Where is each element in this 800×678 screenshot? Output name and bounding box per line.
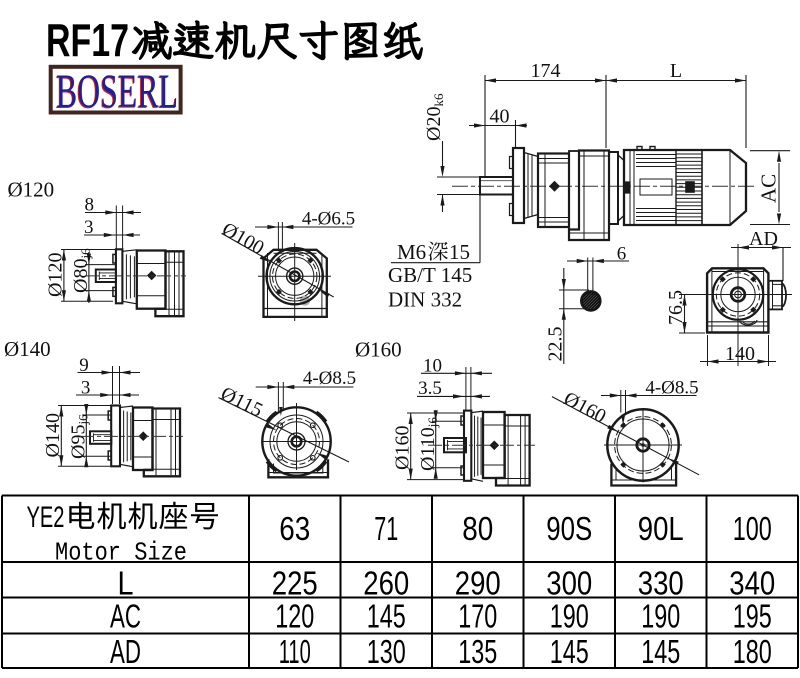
svg-text:Ø110j6: Ø110j6	[417, 417, 440, 471]
svg-text:Ø140: Ø140	[4, 337, 51, 361]
svg-text:120: 120	[275, 598, 314, 635]
svg-text:DIN 332: DIN 332	[388, 288, 462, 312]
svg-text:290: 290	[455, 565, 501, 602]
svg-text:180: 180	[733, 633, 772, 670]
svg-text:RF17: RF17	[46, 14, 129, 66]
svg-text:71: 71	[374, 510, 398, 547]
svg-text:195: 195	[733, 598, 772, 635]
svg-text:3: 3	[81, 378, 91, 399]
svg-text:135: 135	[458, 633, 497, 670]
svg-text:GB/T 145: GB/T 145	[388, 263, 472, 287]
svg-text:330: 330	[638, 565, 684, 602]
svg-text:145: 145	[367, 598, 406, 635]
svg-text:110: 110	[279, 633, 311, 670]
svg-text:4-Ø8.5: 4-Ø8.5	[645, 378, 698, 399]
svg-text:6: 6	[617, 244, 627, 265]
svg-text:YE2: YE2	[27, 501, 65, 534]
svg-text:AD: AD	[749, 228, 778, 250]
svg-text:BOSERL: BOSERL	[55, 66, 177, 119]
svg-text:AD: AD	[110, 633, 141, 670]
svg-text:100: 100	[733, 510, 772, 547]
svg-text:Ø160: Ø160	[355, 338, 402, 362]
svg-text:Motor Size: Motor Size	[55, 538, 187, 568]
svg-text:225: 225	[272, 565, 318, 602]
svg-text:145: 145	[641, 633, 680, 670]
svg-text:3: 3	[84, 217, 94, 238]
svg-text:130: 130	[367, 633, 406, 670]
svg-text:AC: AC	[110, 598, 141, 635]
svg-text:AC: AC	[757, 174, 781, 203]
svg-text:Ø140: Ø140	[42, 413, 64, 457]
svg-text:174: 174	[531, 60, 561, 82]
svg-text:L: L	[670, 60, 682, 82]
svg-text:76.5: 76.5	[665, 290, 687, 325]
svg-text:40: 40	[490, 106, 510, 128]
svg-text:145: 145	[550, 633, 589, 670]
svg-text:Ø120: Ø120	[8, 178, 55, 202]
svg-text:4-Ø8.5: 4-Ø8.5	[303, 368, 356, 389]
svg-text:190: 190	[641, 598, 680, 635]
svg-text:9: 9	[79, 355, 89, 376]
svg-text:90S: 90S	[546, 510, 592, 547]
svg-text:15: 15	[449, 240, 470, 264]
svg-text:BOSERL: BOSERL	[56, 65, 178, 118]
svg-text:L: L	[118, 565, 134, 602]
svg-text:90L: 90L	[638, 510, 684, 547]
svg-text:140: 140	[725, 343, 755, 365]
svg-text:8: 8	[85, 195, 95, 216]
svg-text:22.5: 22.5	[545, 327, 567, 362]
svg-text:80: 80	[462, 510, 493, 547]
svg-text:260: 260	[363, 565, 409, 602]
svg-text:300: 300	[546, 565, 592, 602]
svg-text:Ø160: Ø160	[392, 426, 414, 470]
svg-text:4-Ø6.5: 4-Ø6.5	[302, 209, 355, 230]
svg-text:Ø120: Ø120	[45, 253, 67, 297]
svg-text:Ø95j6: Ø95j6	[68, 414, 91, 459]
svg-text:63: 63	[279, 510, 310, 547]
svg-text:170: 170	[458, 598, 497, 635]
svg-text:10: 10	[423, 356, 442, 377]
svg-text:340: 340	[729, 565, 775, 602]
svg-text:Ø80j6: Ø80j6	[70, 248, 93, 293]
svg-text:190: 190	[550, 598, 589, 635]
svg-text:3.5: 3.5	[418, 378, 442, 399]
svg-text:M6: M6	[397, 240, 426, 264]
